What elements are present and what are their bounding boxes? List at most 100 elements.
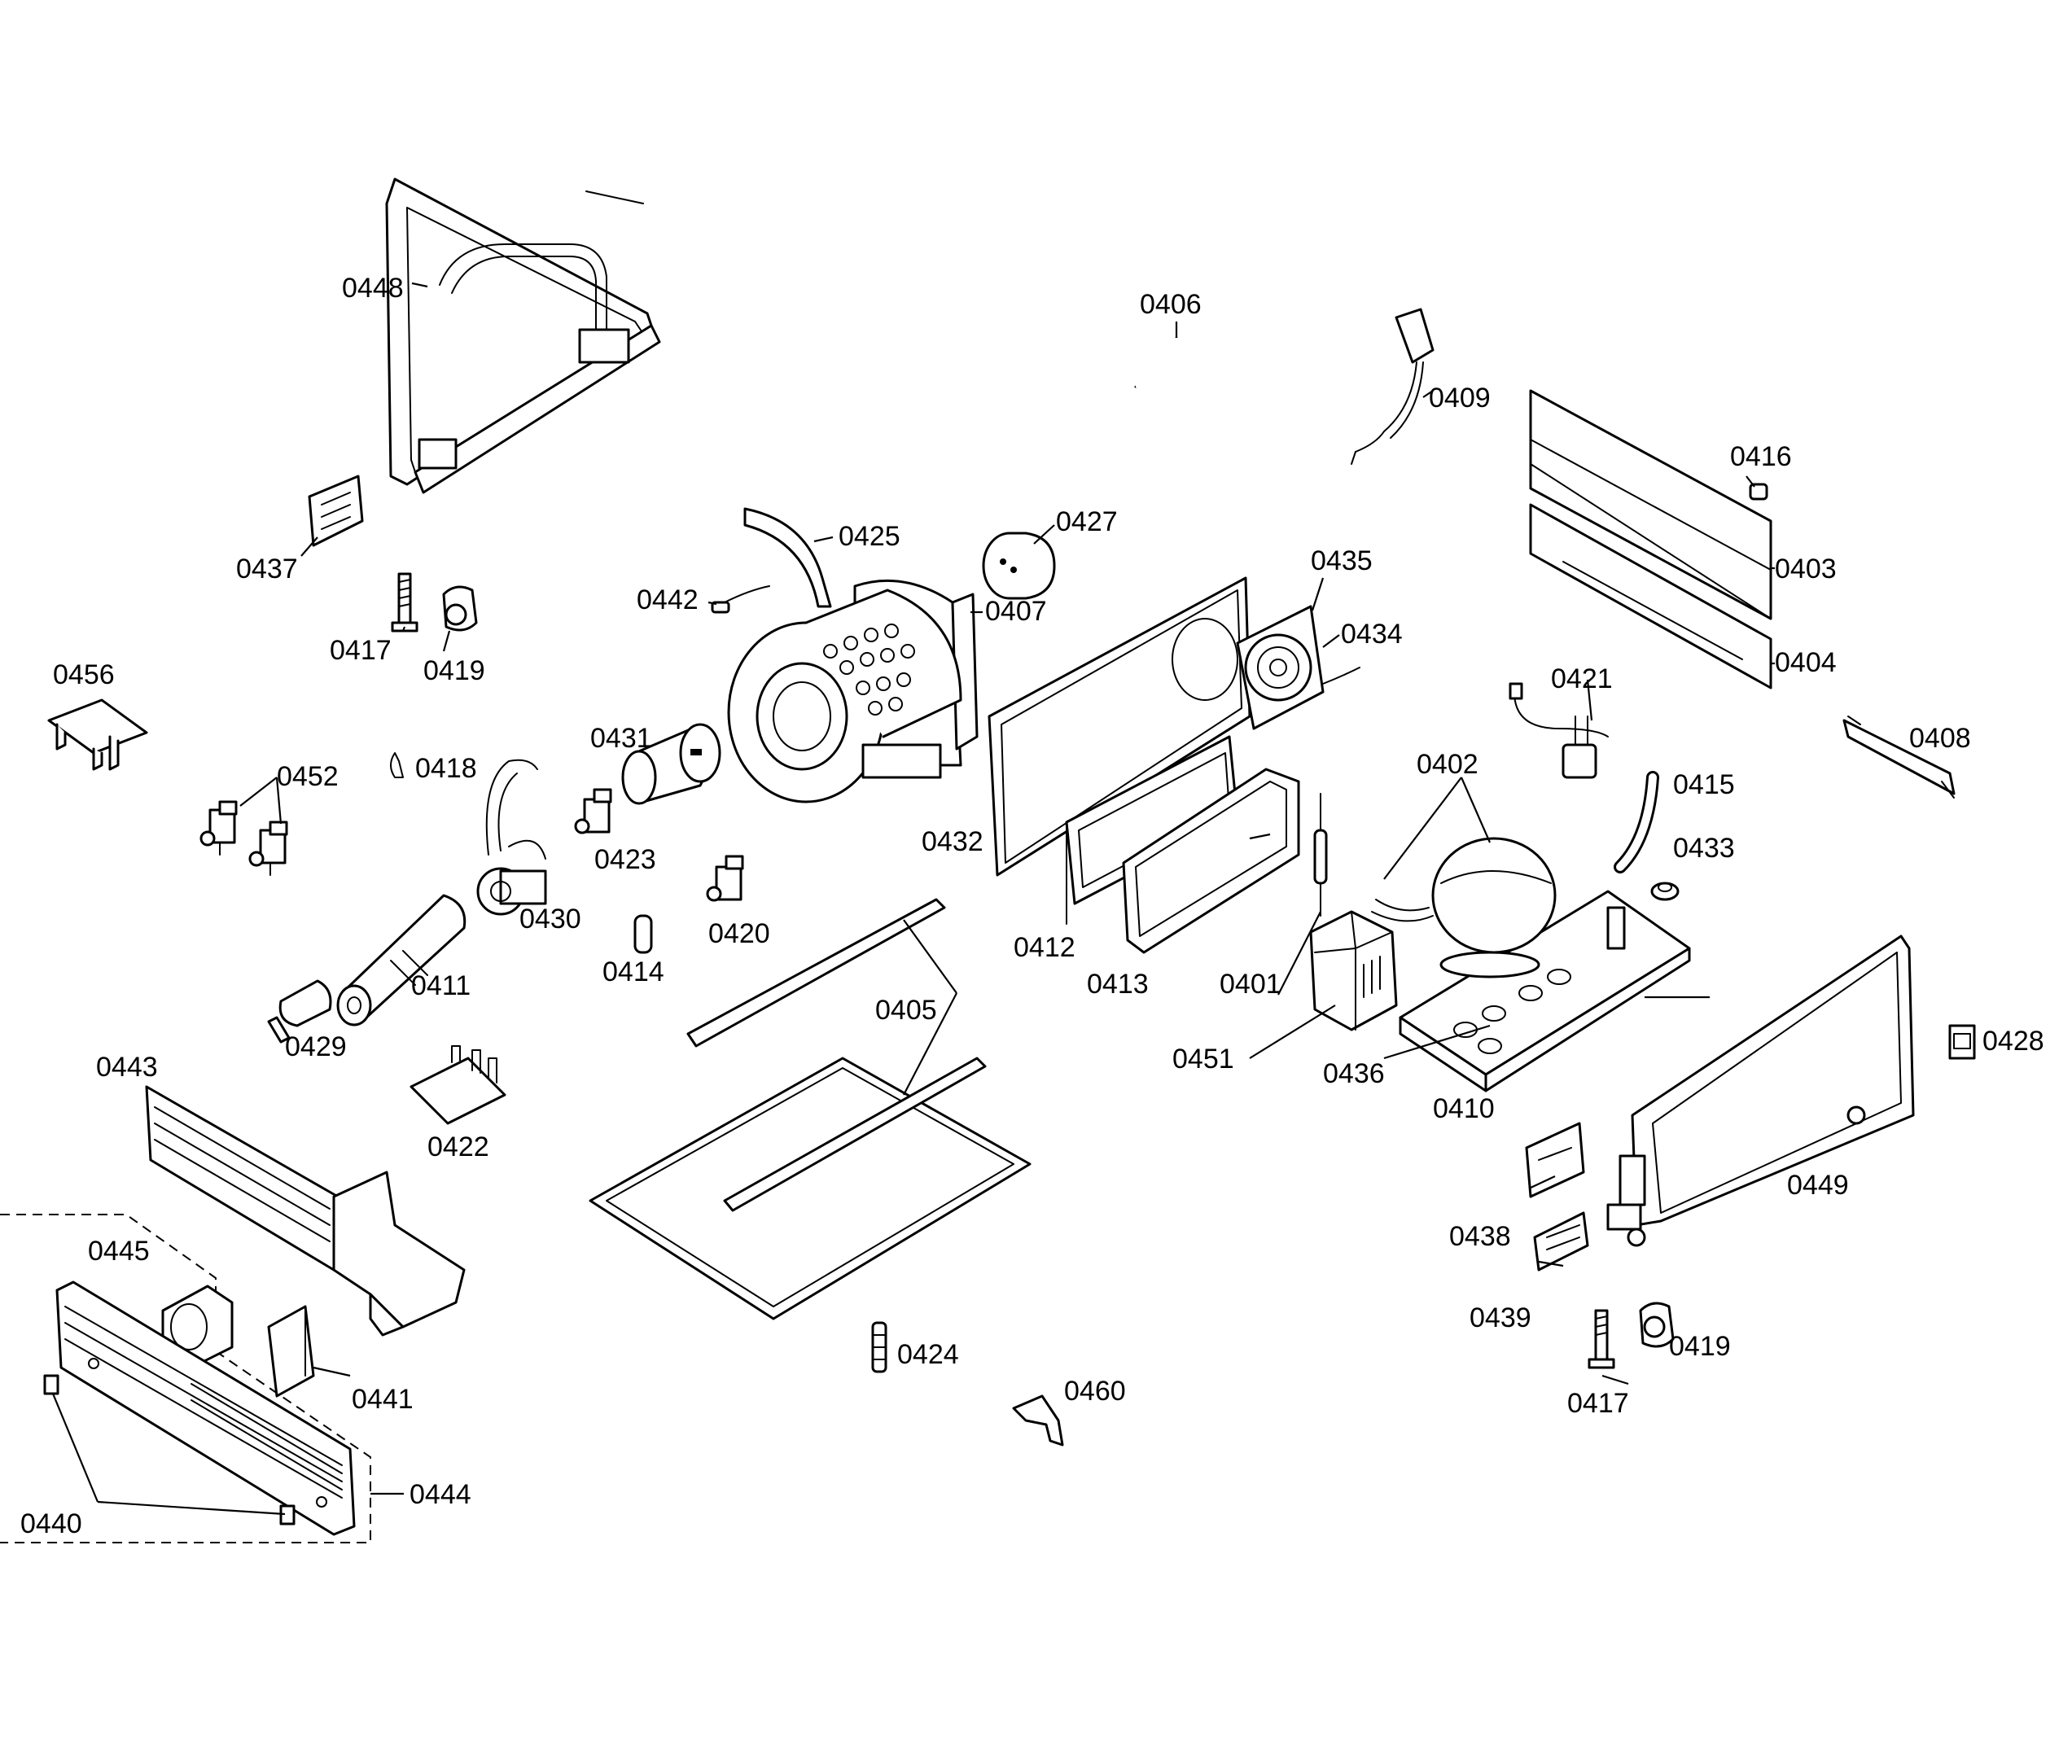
label-0412: 0412 xyxy=(1014,932,1075,963)
part-0403-panel xyxy=(1529,389,1772,620)
part-0401-drier xyxy=(1313,793,1328,917)
label-0417-right: 0417 xyxy=(1567,1388,1629,1419)
leader-lines xyxy=(51,282,1775,1516)
label-0428: 0428 xyxy=(1982,1026,2044,1057)
part-0429-cap xyxy=(267,979,332,1044)
part-0440-foot-a xyxy=(43,1374,59,1395)
label-0441: 0441 xyxy=(352,1384,414,1415)
part-0408-bracket xyxy=(1842,716,1956,799)
part-0413-evaporator-cover xyxy=(1122,768,1300,954)
part-0419-caster-right xyxy=(1639,1302,1675,1348)
label-0448: 0448 xyxy=(342,273,404,304)
label-0451: 0451 xyxy=(1172,1044,1234,1075)
label-0411: 0411 xyxy=(411,970,471,1001)
label-0417: 0417 xyxy=(330,635,392,666)
part-0415-tube xyxy=(1614,771,1659,873)
part-0434-fan xyxy=(1236,605,1360,730)
label-0432: 0432 xyxy=(922,826,983,857)
label-0430: 0430 xyxy=(519,904,581,935)
part-0419-caster-left xyxy=(442,585,478,632)
part-0430-motor xyxy=(476,759,547,916)
part-0405-base-frame xyxy=(589,1057,1032,1320)
label-0406: 0406 xyxy=(1140,289,1202,320)
label-0442: 0442 xyxy=(637,584,699,615)
label-0405: 0405 xyxy=(875,995,937,1026)
label-0460: 0460 xyxy=(1064,1376,1126,1407)
part-0416-clip xyxy=(1749,483,1768,501)
label-0440: 0440 xyxy=(20,1508,82,1539)
part-0427-cap xyxy=(982,532,1056,600)
label-0401: 0401 xyxy=(1220,969,1281,1000)
label-0445: 0445 xyxy=(88,1236,150,1267)
part-0424-clip xyxy=(871,1321,887,1373)
part-0448-control-panel xyxy=(385,177,661,494)
part-0405-rail xyxy=(686,898,946,1048)
label-0419: 0419 xyxy=(423,655,485,686)
label-0415: 0415 xyxy=(1673,769,1735,800)
label-0403: 0403 xyxy=(1775,554,1837,584)
part-0417-screw-left xyxy=(391,572,418,633)
part-0414-spacer xyxy=(633,914,653,954)
callout-labels: 0448 0437 0417 0419 0406 0409 0416 0403 … xyxy=(20,273,2044,1539)
label-0422: 0422 xyxy=(427,1131,489,1162)
label-0456: 0456 xyxy=(53,659,115,690)
label-0452: 0452 xyxy=(277,761,339,792)
part-0440-foot-b xyxy=(279,1504,296,1525)
label-0431: 0431 xyxy=(590,723,652,754)
part-0425-bracket xyxy=(743,507,832,608)
part-0409-power-cord xyxy=(1351,308,1435,465)
label-0410: 0410 xyxy=(1433,1093,1495,1124)
label-0413: 0413 xyxy=(1087,969,1149,1000)
part-0418-clip xyxy=(390,752,404,778)
part-0438-plate xyxy=(1525,1122,1585,1198)
label-0435: 0435 xyxy=(1311,545,1373,576)
part-0452-valve-a xyxy=(199,800,238,856)
label-0425: 0425 xyxy=(839,521,900,552)
part-0443-grille xyxy=(145,1085,466,1337)
label-0409: 0409 xyxy=(1429,383,1491,414)
label-0437: 0437 xyxy=(236,554,298,584)
label-0424: 0424 xyxy=(897,1339,959,1370)
label-0423: 0423 xyxy=(594,844,656,875)
part-0432-rear-panel xyxy=(988,576,1251,877)
label-0408: 0408 xyxy=(1909,723,1971,754)
part-0406-tube xyxy=(1134,336,1180,390)
part-0423-valve xyxy=(574,788,612,834)
part-0452-valve-b xyxy=(248,821,288,876)
part-0449-electronics-panel xyxy=(1606,935,1915,1247)
part-0420-valve xyxy=(706,855,744,902)
label-0414: 0414 xyxy=(602,956,664,987)
label-0404: 0404 xyxy=(1775,647,1837,678)
fan-housing-holes xyxy=(823,624,915,716)
part-0417-screw-right xyxy=(1588,1309,1615,1369)
label-0402: 0402 xyxy=(1417,749,1478,780)
part-0410-compressor-base xyxy=(1399,890,1691,1092)
part-0404-panel xyxy=(1529,503,1772,689)
part-0451-control-box xyxy=(1309,910,1398,1031)
label-0444: 0444 xyxy=(410,1479,471,1510)
label-0427: 0427 xyxy=(1056,506,1118,537)
part-0402-compressor xyxy=(1371,837,1557,978)
label-0429: 0429 xyxy=(285,1031,347,1062)
part-0421-relay xyxy=(1509,682,1609,779)
label-0420: 0420 xyxy=(708,918,770,949)
label-0439: 0439 xyxy=(1470,1302,1531,1333)
label-0419-right: 0419 xyxy=(1669,1331,1731,1362)
part-0439-plate xyxy=(1533,1211,1589,1272)
label-0433: 0433 xyxy=(1673,833,1735,864)
label-0443: 0443 xyxy=(96,1052,158,1083)
part-0431-filter xyxy=(621,723,721,805)
part-0442-sensor xyxy=(711,585,770,614)
part-0444-front-grille xyxy=(55,1280,356,1536)
label-0434: 0434 xyxy=(1341,619,1403,650)
label-0421: 0421 xyxy=(1551,663,1613,694)
label-0407: 0407 xyxy=(985,596,1047,627)
part-0422-bracket xyxy=(410,1045,506,1125)
label-0436: 0436 xyxy=(1323,1058,1385,1089)
label-0418: 0418 xyxy=(415,753,477,784)
part-0407-fan-housing xyxy=(727,579,979,803)
label-0449: 0449 xyxy=(1787,1170,1849,1201)
label-0416: 0416 xyxy=(1730,441,1792,472)
part-0441-bracket xyxy=(267,1305,315,1398)
